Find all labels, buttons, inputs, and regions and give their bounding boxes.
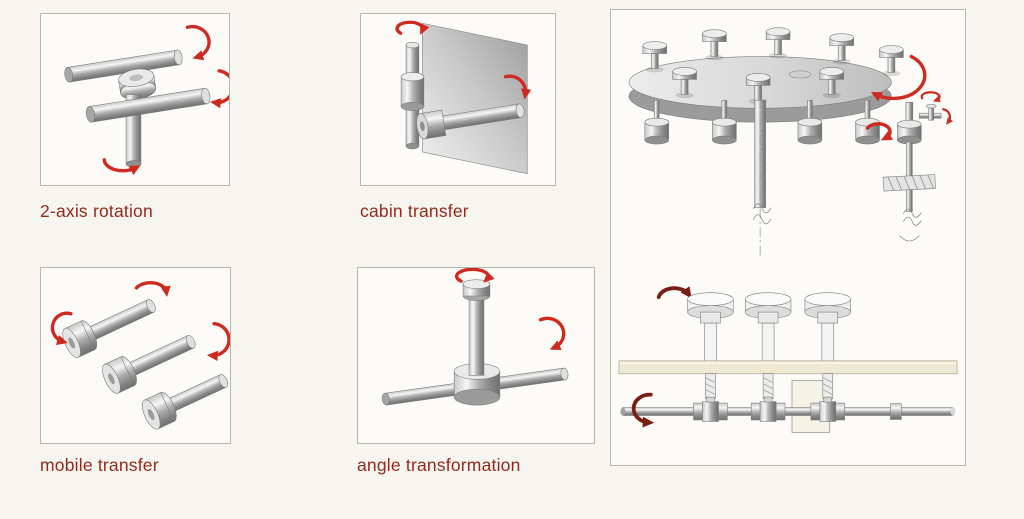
- cabin-transfer-label: cabin transfer: [360, 201, 469, 221]
- spindle-stem: [705, 373, 716, 399]
- side-drive-assembly: [865, 101, 936, 242]
- drive-shaft: [622, 407, 954, 416]
- rotation-arrow-icon: [185, 24, 211, 61]
- index-pin: [765, 27, 791, 59]
- table-hole: [788, 70, 812, 79]
- index-pin: [672, 67, 697, 99]
- hanging-drum: [712, 99, 737, 145]
- angle-transformation-label: angle transformation: [357, 455, 521, 475]
- shaft-coupling: [693, 396, 728, 422]
- rotation-arrow-icon: [920, 91, 941, 103]
- rotation-arrow-icon: [102, 158, 141, 176]
- hub-and-rod-cylinder: [416, 103, 525, 140]
- transfer-beam: [618, 360, 958, 375]
- rotation-arrow-icon: [503, 74, 532, 100]
- rotation-arrow-icon: [656, 286, 692, 300]
- spindle-stem: [822, 373, 834, 399]
- index-pin: [829, 33, 854, 65]
- rotation-arrow-icon: [631, 392, 655, 428]
- figure-mobile-transfer: mobile transfer: [40, 267, 231, 476]
- shaft-coupling: [750, 396, 786, 422]
- two-axis-rotation-illustration: [64, 24, 229, 176]
- rotation-arrow-icon: [870, 54, 927, 102]
- cabin-transfer-box: [360, 13, 556, 186]
- rotation-arrow-icon: [865, 122, 893, 141]
- rotary-transfer-box: [610, 9, 966, 466]
- rotation-arrow-icon: [134, 281, 171, 297]
- figure-angle-transformation: angle transformation: [357, 267, 595, 476]
- spindle-cap-unit: [804, 292, 851, 362]
- index-pin: [819, 67, 844, 99]
- rotation-arrow-icon: [206, 321, 230, 362]
- index-pin: [745, 73, 771, 105]
- transfer-roller-unit: [102, 334, 196, 394]
- mobile-transfer-label: mobile transfer: [40, 455, 159, 475]
- transfer-roller-unit: [62, 299, 156, 358]
- two-axis-rotation-label: 2-axis rotation: [40, 201, 153, 221]
- lower-arm-cylinder: [85, 87, 211, 123]
- angle-transformation-box: [357, 267, 595, 444]
- shaft-coupling: [810, 396, 845, 422]
- cabin-transfer-illustration: [395, 20, 532, 175]
- linear-transfer-figure: [618, 286, 958, 433]
- index-pin: [702, 29, 727, 61]
- center-shaft: [752, 98, 772, 256]
- rotation-arrow-icon: [210, 69, 229, 109]
- mobile-transfer-box: [40, 267, 231, 444]
- rotary-table-figure: [628, 27, 954, 256]
- rotation-arrow-icon: [538, 316, 566, 350]
- index-pin: [879, 45, 904, 77]
- vertical-rod-cylinder: [462, 279, 491, 376]
- hanging-drum: [644, 99, 669, 145]
- rotation-arrow-icon: [942, 108, 954, 125]
- transfer-roller-unit: [141, 374, 229, 430]
- shaft-nut: [890, 403, 902, 420]
- angle-transformation-illustration: [381, 268, 569, 406]
- sleeve-cylinder: [400, 72, 425, 111]
- rotation-arrow-icon: [454, 268, 495, 283]
- figure-rotary-and-linear-transfer: [610, 9, 966, 466]
- mirror-panel: [422, 22, 528, 175]
- mini-mechanism: [918, 91, 954, 125]
- rotation-arrow-icon: [395, 20, 430, 35]
- rack-bar: [882, 174, 936, 192]
- rotation-arrow-icon: [50, 311, 73, 345]
- mobile-transfer-illustration: [50, 281, 230, 430]
- figure-cabin-transfer: cabin transfer: [360, 13, 556, 222]
- rotary-and-linear-transfer-illustration: [618, 27, 958, 433]
- spindle-cap-unit: [744, 292, 792, 362]
- spindle-stem: [762, 373, 774, 399]
- index-pin: [642, 41, 667, 73]
- hanging-drum: [797, 99, 823, 145]
- two-axis-rotation-box: [40, 13, 230, 186]
- spindle-cap-unit: [687, 292, 734, 362]
- figure-two-axis-rotation: 2-axis rotation: [40, 13, 230, 222]
